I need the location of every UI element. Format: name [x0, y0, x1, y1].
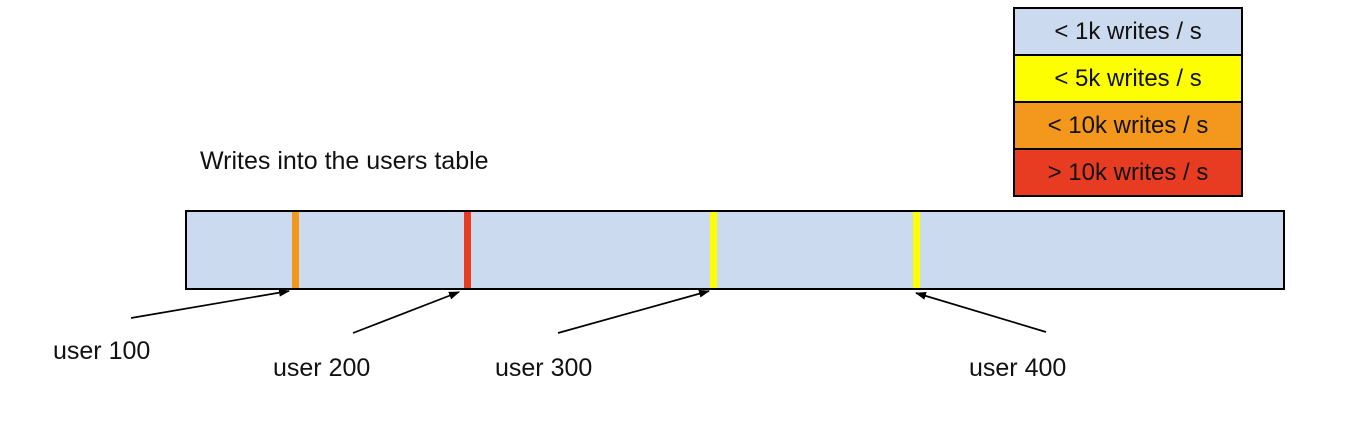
- legend-item-gt-10k: > 10k writes / s: [1015, 150, 1241, 195]
- legend-item-lt-10k: < 10k writes / s: [1015, 103, 1241, 150]
- label-user-400: user 400: [969, 354, 1067, 382]
- legend-item-lt-1k: < 1k writes / s: [1015, 9, 1241, 56]
- label-user-100: user 100: [53, 337, 151, 365]
- arrow-user-100: [130, 288, 290, 319]
- label-user-200: user 200: [273, 354, 371, 382]
- legend-item-lt-5k: < 5k writes / s: [1015, 56, 1241, 103]
- legend: < 1k writes / s < 5k writes / s < 10k wr…: [1013, 7, 1243, 197]
- arrow-user-300: [557, 289, 710, 334]
- arrow-user-400: [915, 292, 1047, 333]
- marker-user-200: [464, 212, 471, 288]
- users-table-bar: [185, 210, 1285, 290]
- marker-user-300: [710, 212, 717, 288]
- arrow-user-200: [352, 291, 460, 334]
- marker-user-100: [292, 212, 299, 288]
- diagram-title: Writes into the users table: [200, 147, 489, 175]
- marker-user-400: [913, 212, 920, 288]
- label-user-300: user 300: [495, 354, 593, 382]
